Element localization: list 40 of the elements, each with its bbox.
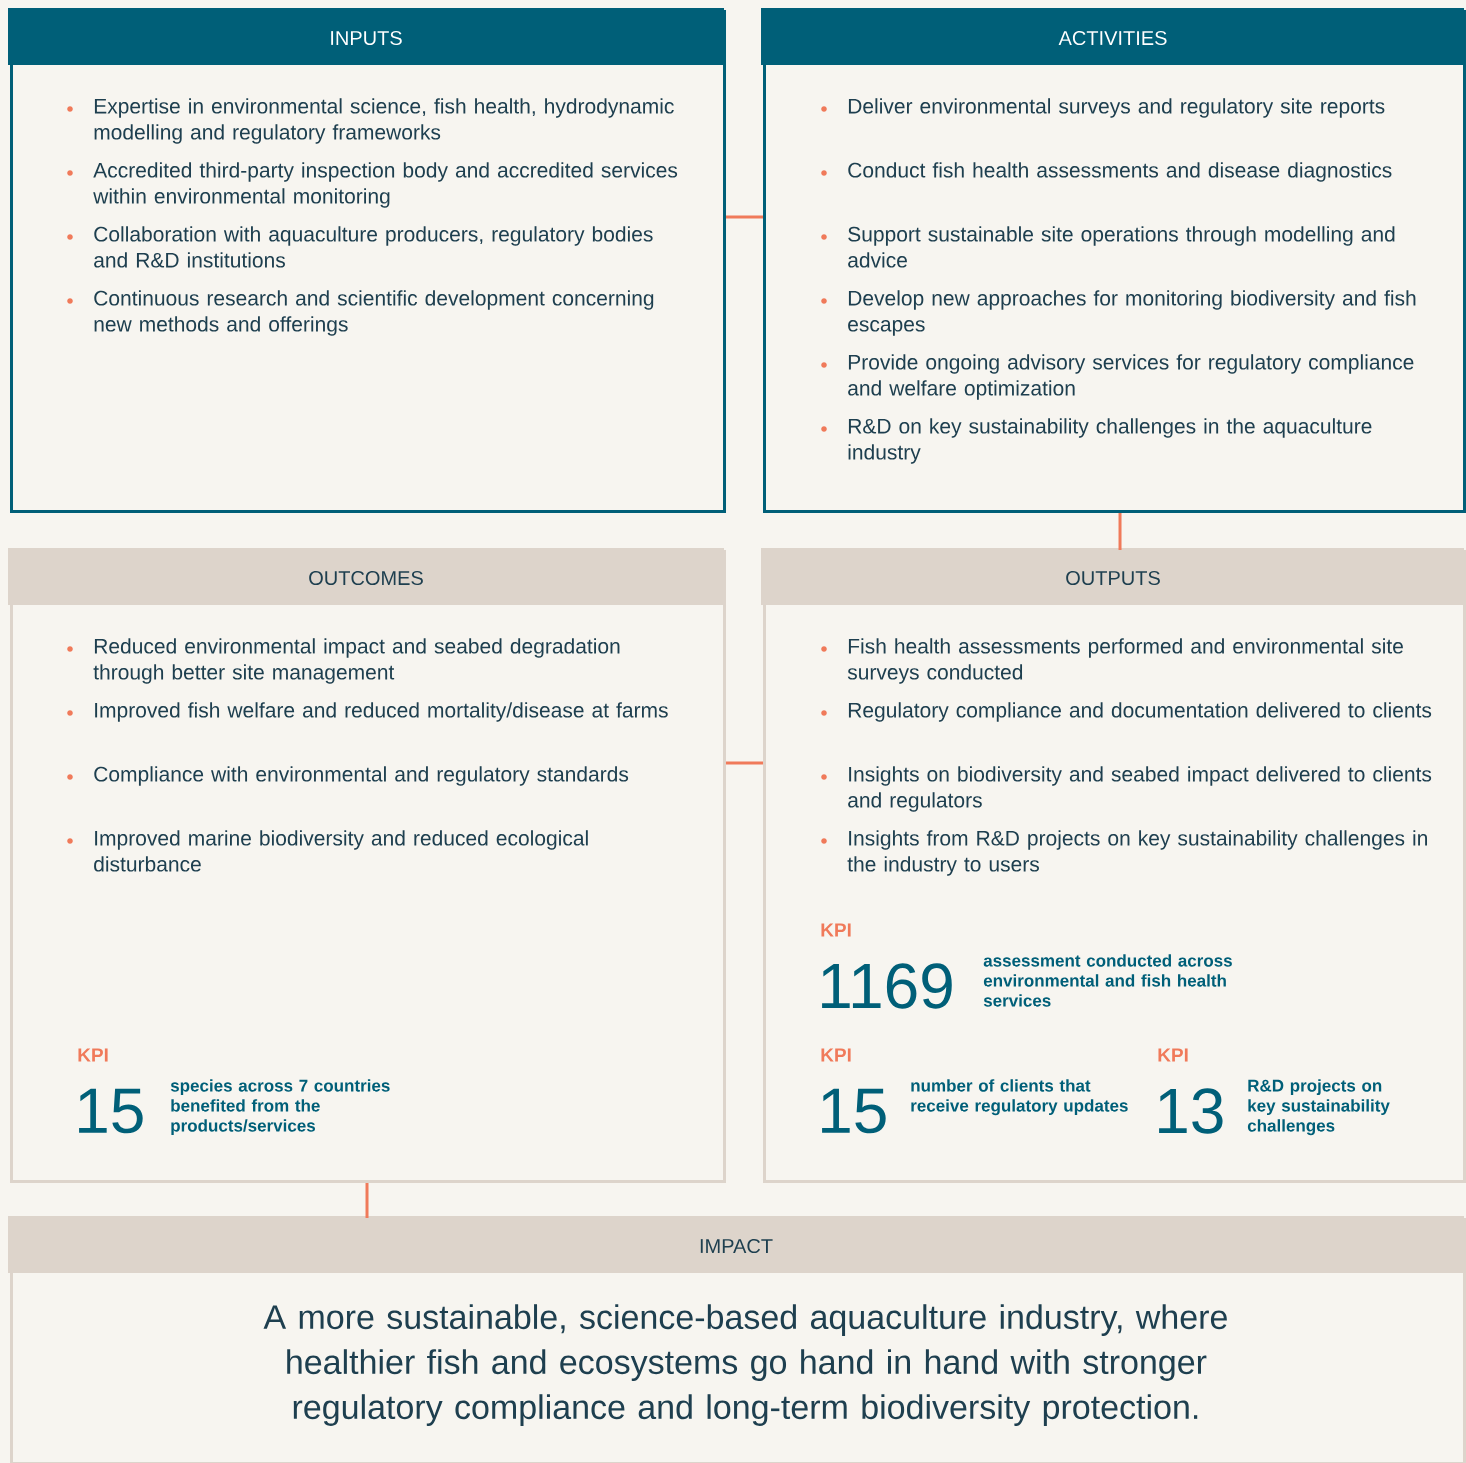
bullet-item: Deliver environmental surveys and regulatory site reports	[821, 98, 1385, 118]
kpi-label: KPI	[821, 923, 851, 937]
kpi-number: 1169	[822, 963, 952, 1009]
kpi-number: 13	[1159, 1088, 1223, 1134]
kpi-number: 15	[79, 1088, 143, 1134]
bullet-item: Fish health assessments performed and environmental site surveys conducted	[821, 638, 1403, 684]
kpi-label: KPI	[78, 1048, 108, 1062]
impact-statement: A more sustainable, science-based aquaculture industry, where healthier fish and ecosystems go hand in hand with stronger regulatory compliance and long-term biodiversity protection.	[263, 1304, 1227, 1426]
header-band: IMPACT	[8, 1216, 1464, 1273]
kpi-description: R&D projects on key sustainability challenges	[1247, 1079, 1390, 1136]
bullet-item: Develop new approaches for monitoring biodiversity and fish escapes	[821, 290, 1416, 336]
bullet-item: Accredited third-party inspection body and accredited services within environmental monitoring	[67, 162, 678, 208]
bullet-item: Expertise in environmental science, fish health, hydrodynamic modelling and regulatory frameworks	[67, 98, 674, 144]
bullet-item: Improved marine biodiversity and reduced ecological disturbance	[67, 830, 588, 872]
header-band: OUTPUTS	[761, 548, 1464, 605]
bullet-item: Continuous research and scientific development concerning new methods and offerings	[67, 290, 654, 336]
connector-line	[365, 1183, 369, 1218]
bullet-item: Insights from R&D projects on key sustainability challenges in the industry to users	[821, 830, 1427, 876]
connector-line	[1118, 513, 1122, 550]
connector-line	[726, 215, 763, 219]
bullet-item: R&D on key sustainability challenges in the aquaculture industry	[821, 418, 1372, 464]
bullet-item: Improved fish welfare and reduced mortality/disease at farms	[67, 702, 668, 722]
bullet-item: Provide ongoing advisory services for regulatory compliance and welfare optimization	[821, 354, 1414, 400]
bullet-item: Conduct fish health assessments and disease diagnostics	[821, 162, 1392, 182]
bullet-item: Regulatory compliance and documentation delivered to clients	[821, 702, 1432, 722]
kpi-description: assessment conducted across environmental and fish health services	[983, 954, 1232, 1007]
kpi-description: species across 7 countries benefited from the products/services	[170, 1079, 390, 1136]
bullet-item: Compliance with environmental and regulatory standards	[67, 766, 629, 786]
bullet-item: Insights on biodiversity and seabed impact delivered to clients and regulators	[821, 766, 1432, 812]
header-band: OUTCOMES	[8, 548, 724, 605]
bullet-item: Reduced environmental impact and seabed degradation through better site management	[67, 638, 620, 684]
kpi-description: number of clients that receive regulatory updates	[911, 1079, 1128, 1116]
header-band: ACTIVITIES	[761, 8, 1464, 65]
kpi-number: 15	[822, 1088, 886, 1134]
bullet-item: Support sustainable site operations through modelling and advice	[821, 226, 1395, 268]
kpi-label: KPI	[821, 1048, 851, 1062]
connector-line	[726, 761, 763, 765]
bullet-item: Collaboration with aquaculture producers, regulatory bodies and R&D institutions	[67, 226, 653, 268]
kpi-label: KPI	[1158, 1048, 1188, 1062]
header-band: INPUTS	[8, 8, 724, 65]
